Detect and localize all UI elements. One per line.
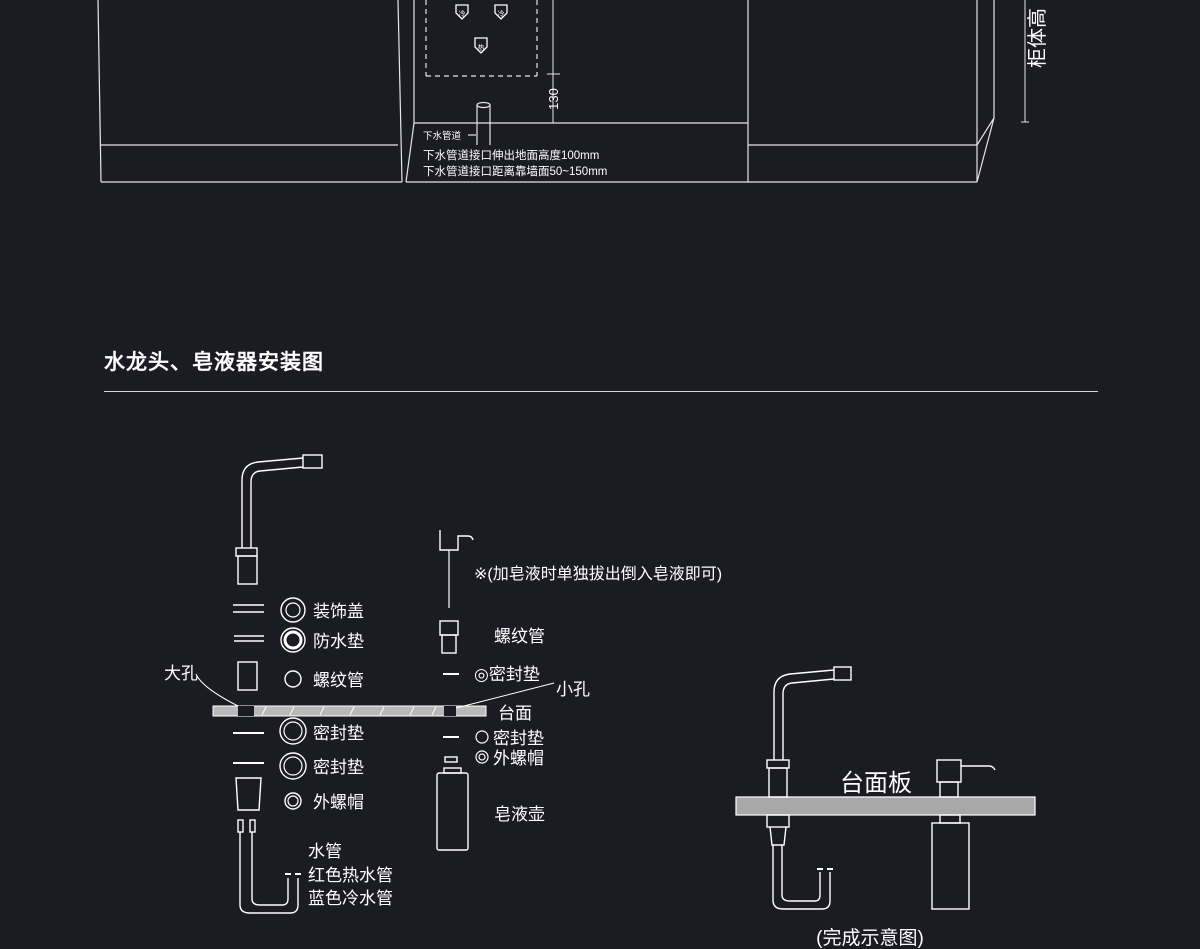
badge-cold-right: 冷 bbox=[498, 9, 505, 18]
faucet-part-label-2: 防水垫 bbox=[313, 632, 364, 651]
cabinet-drawing bbox=[97, 0, 995, 183]
countertop-label: 台面 bbox=[498, 704, 532, 723]
blue-pipe-label: 蓝色冷水管 bbox=[308, 889, 393, 908]
dimension-130 bbox=[547, 0, 560, 124]
drain-pipe-label: 下水管道 bbox=[423, 130, 462, 142]
cabinet-height-label: 柜体高 bbox=[1026, 8, 1049, 68]
dimension-130-label: 130 bbox=[546, 88, 561, 110]
badge-hot: 热 bbox=[478, 43, 485, 52]
dispenser-seal-top-label: ◎密封垫 bbox=[474, 665, 540, 684]
faucet-part-label-4: 密封垫 bbox=[313, 724, 364, 743]
red-pipe-label: 红色热水管 bbox=[308, 866, 393, 885]
hot-valve: 热 bbox=[474, 37, 488, 54]
faucet-handle bbox=[235, 547, 258, 557]
faucet-outer-nut bbox=[235, 777, 262, 811]
small-hole bbox=[444, 706, 456, 716]
dispenser-seal-bottom-label: 密封垫 bbox=[493, 729, 544, 748]
complete-assembly bbox=[735, 666, 1036, 910]
badge-cold-left: 冷 bbox=[459, 9, 466, 18]
faucet-part-label-3: 螺纹管 bbox=[313, 671, 364, 690]
water-pipe-label: 水管 bbox=[308, 842, 342, 861]
small-hole-label: 小孔 bbox=[556, 680, 590, 699]
faucet-nozzle bbox=[302, 454, 323, 469]
dispenser-part-icons bbox=[475, 750, 489, 764]
countertop-slab bbox=[212, 705, 487, 717]
dispenser-note: ※(加皂液时单独拔出倒入皂液即可) bbox=[474, 565, 722, 583]
counter-board bbox=[735, 796, 1036, 816]
heater-dashed-outline bbox=[425, 0, 538, 77]
faucet-part-label-6: 外螺帽 bbox=[313, 793, 364, 812]
dispenser-thread-tube bbox=[439, 620, 459, 636]
faucet-spout bbox=[241, 457, 304, 548]
drain-pipe bbox=[468, 101, 491, 145]
big-hole-label: 大孔 bbox=[164, 664, 198, 683]
cold-valve-left: 冷 bbox=[455, 4, 469, 20]
cabinet-height-dimension bbox=[1021, 0, 1029, 123]
soap-bottle-label: 皂液壶 bbox=[494, 805, 545, 824]
dispenser-nut-label: 外螺帽 bbox=[493, 749, 544, 768]
counter-board-label: 台面板 bbox=[840, 770, 912, 797]
dispenser-seal-icon bbox=[475, 730, 489, 744]
faucet-exploded bbox=[233, 454, 323, 914]
small-hole-leader bbox=[455, 682, 555, 709]
big-hole bbox=[238, 706, 254, 716]
dispenser-pump-head bbox=[439, 530, 474, 551]
drain-note-1: 下水管道接口伸出地面高度100mm bbox=[423, 148, 599, 162]
faucet-part-icons bbox=[279, 597, 307, 810]
section-divider bbox=[104, 391, 1098, 392]
soap-bottle bbox=[436, 772, 469, 851]
complete-caption: (完成示意图) bbox=[816, 927, 924, 949]
faucet-hoses bbox=[239, 832, 299, 914]
big-hole-leader bbox=[195, 673, 241, 708]
drain-note-2: 下水管道接口距离靠墙面50~150mm bbox=[423, 164, 607, 178]
dispenser-exploded bbox=[436, 530, 474, 851]
faucet-part-label-1: 装饰盖 bbox=[313, 602, 364, 621]
faucet-part-label-5: 密封垫 bbox=[313, 758, 364, 777]
faucet-body bbox=[237, 555, 258, 585]
dispenser-thread-label: 螺纹管 bbox=[494, 627, 545, 646]
faucet-thread-tube bbox=[237, 661, 258, 691]
cold-valve-right: 冷 bbox=[494, 4, 508, 20]
section-title: 水龙头、皂液器安装图 bbox=[104, 351, 324, 374]
